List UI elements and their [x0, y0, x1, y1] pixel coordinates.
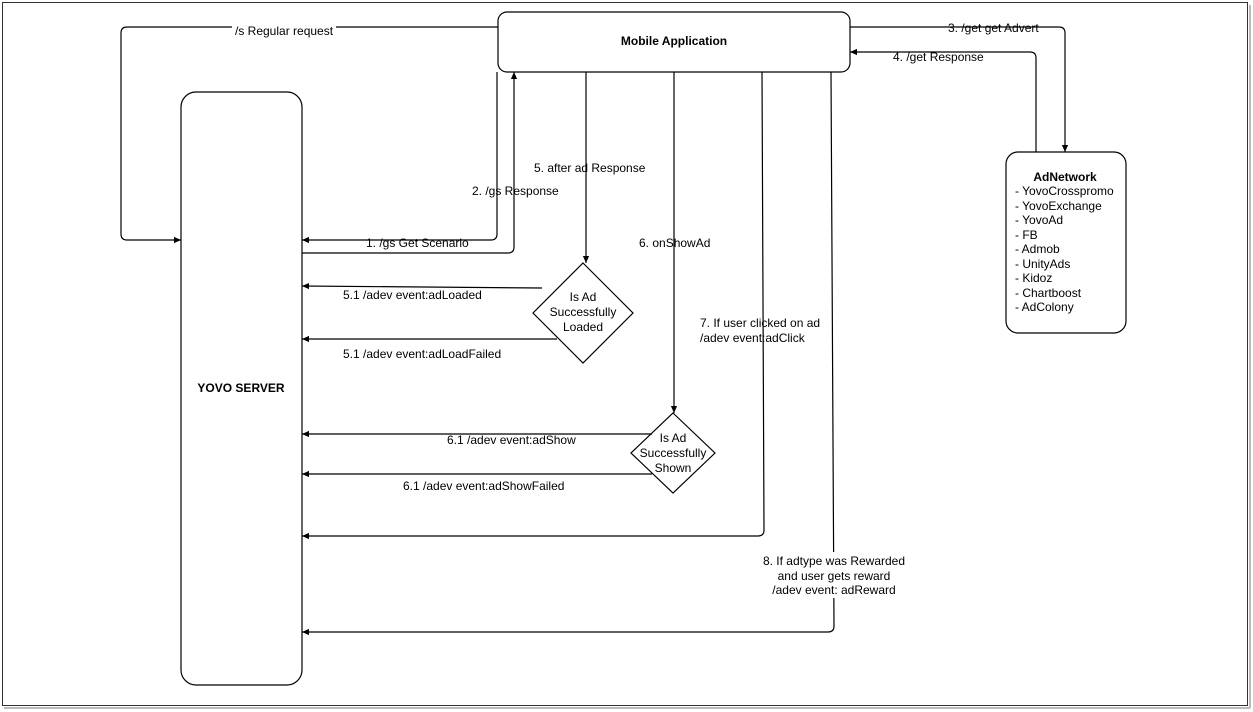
decision-ad-shown-line: Is Ad — [660, 431, 687, 445]
edge-label-ad-click-line: /adev event:adClick — [700, 331, 806, 345]
adnetwork-item: - FB — [1015, 228, 1038, 242]
decision-ad-loaded-line: Loaded — [563, 320, 603, 334]
edge-regular-request — [120, 26, 498, 244]
mobile-application-label: Mobile Application — [621, 34, 727, 48]
decision-ad-loaded: Is Ad Successfully Loaded — [532, 262, 634, 364]
yovo-server-label: YOVO SERVER — [197, 381, 284, 395]
adnetwork-item: - Chartboost — [1015, 286, 1082, 300]
edge-label-gs-get-scenario: 1. /gs Get Scenario — [366, 236, 469, 250]
edge-label-on-show-ad: 6. onShowAd — [639, 236, 710, 250]
edge-ad-click — [302, 71, 765, 540]
decision-ad-shown-line: Shown — [655, 461, 692, 475]
edge-label-gs-response: 2. /gs Response — [472, 184, 559, 198]
adnetwork-item: - Kidoz — [1015, 271, 1052, 285]
edge-label-ad-reward-line: /adev event: adReward — [772, 583, 895, 597]
mobile-application-node: Mobile Application — [497, 11, 851, 73]
edge-ad-reward — [302, 71, 835, 636]
adnetwork-node: AdNetwork - YovoCrosspromo - YovoExchang… — [1005, 151, 1127, 334]
edge-label-ad-loaded: 5.1 /adev event:adLoaded — [343, 288, 482, 302]
edge-label-after-ad-response: 5. after ad Response — [534, 161, 646, 175]
adnetwork-item: - YovoCrosspromo — [1015, 184, 1114, 198]
edge-label-ad-reward-line: and user gets reward — [778, 569, 891, 583]
edge-label-bg — [232, 23, 336, 37]
yovo-server-node: YOVO SERVER — [180, 91, 303, 686]
adnetwork-item: - AdColony — [1015, 300, 1074, 314]
decision-ad-loaded-line: Is Ad — [570, 290, 597, 304]
adnetwork-item: - YovoExchange — [1015, 199, 1102, 213]
adnetwork-item: - UnityAds — [1015, 257, 1070, 271]
edge-label-get-advert: 3. /get get Advert — [948, 21, 1039, 35]
edge-label-ad-show: 6.1 /adev event:adShow — [447, 433, 576, 447]
edge-get-response — [850, 48, 1037, 152]
adnetwork-item: - Admob — [1015, 242, 1060, 256]
adnetwork-item: - YovoAd — [1015, 213, 1063, 227]
edge-label-bg — [760, 552, 910, 598]
edge-gs-response — [302, 72, 518, 254]
edge-label-get-response: 4. /get Response — [893, 50, 984, 64]
adnetwork-title: AdNetwork — [1033, 170, 1097, 184]
edge-ad-loaded — [301, 282, 543, 290]
edge-label-ad-load-failed: 5.1 /adev event:adLoadFailed — [343, 347, 501, 361]
edge-label-ad-click-line: 7. If user clicked on ad — [700, 316, 820, 330]
edge-gs-get-scenario — [302, 72, 498, 244]
edge-label-regular-request: /s Regular request — [235, 24, 334, 38]
edge-label-ad-show-failed: 6.1 /adev event:adShowFailed — [403, 479, 564, 493]
decision-ad-loaded-line: Successfully — [550, 305, 617, 319]
edge-get-advert — [850, 26, 1069, 152]
decision-ad-shown: Is Ad Successfully Shown — [630, 412, 716, 494]
decision-ad-shown-line: Successfully — [640, 446, 707, 460]
edge-label-ad-reward-line: 8. If adtype was Rewarded — [763, 554, 905, 568]
